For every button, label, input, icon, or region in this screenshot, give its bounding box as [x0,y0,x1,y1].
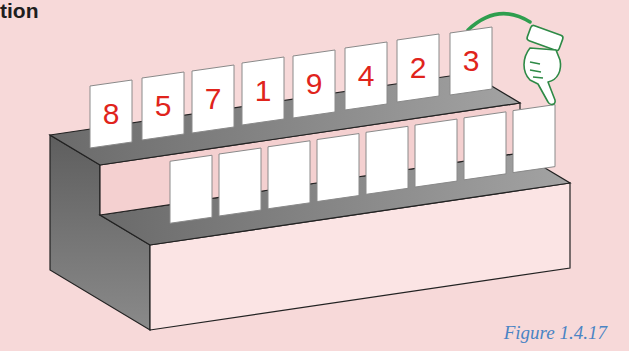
blank-card [415,119,457,187]
card-number: 3 [450,46,492,76]
blank-card [366,126,408,194]
number-card: 5 [142,72,184,140]
card-number: 8 [90,99,132,129]
number-card: 3 [450,27,492,95]
card-number: 2 [397,53,439,83]
card-number: 4 [345,61,387,91]
move-arrow [468,14,530,30]
blank-card [464,112,506,180]
card-number: 7 [192,84,234,114]
number-card: 1 [242,57,284,125]
blank-card [317,134,359,202]
pointing-hand [524,25,564,105]
number-card: 4 [345,42,387,110]
section-heading: tion [0,0,38,23]
card-number: 9 [293,69,335,99]
figure-caption: Figure 1.4.17 [504,322,607,344]
number-card: 2 [397,34,439,102]
blank-card [268,141,310,209]
number-card: 7 [192,65,234,133]
blank-card [170,155,212,223]
blank-card [219,148,261,216]
number-card: 8 [90,80,132,148]
card-number: 1 [242,76,284,106]
blank-card [513,105,555,173]
card-number: 5 [142,91,184,121]
number-card: 9 [293,50,335,118]
